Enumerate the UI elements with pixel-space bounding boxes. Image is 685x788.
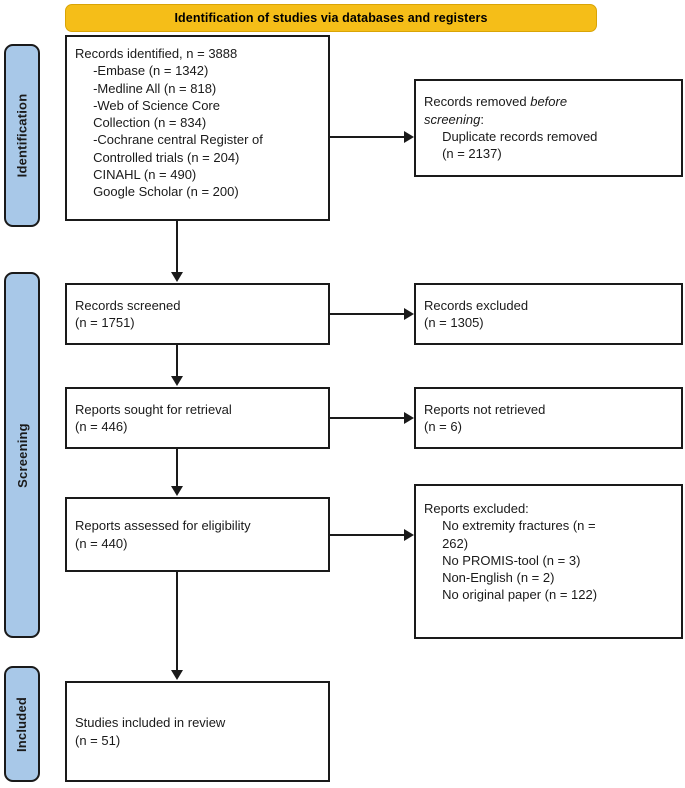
box-records-identified: Records identified, n = 3888 -Embase (n … [65, 35, 330, 221]
box-records-removed-text: Records removed before screening: Duplica… [424, 93, 597, 162]
box-records-screened: Records screened (n = 1751) [65, 283, 330, 345]
box-reports-sought-text: Reports sought for retrieval (n = 446) [75, 401, 232, 434]
box-reports-not-retrieved-text: Reports not retrieved (n = 6) [424, 401, 546, 434]
arrow-screened-to-excluded [404, 308, 414, 320]
box-records-identified-text: Records identified, n = 3888 -Embase (n … [75, 46, 263, 200]
arrow-identified-to-removed [404, 131, 414, 143]
records-removed-line2-suffix: : [480, 111, 484, 127]
connector-sought-to-not-retrieved [330, 417, 406, 419]
arrow-assessed-to-excluded-reasons [404, 529, 414, 541]
arrow-sought-to-not-retrieved [404, 412, 414, 424]
stage-label-included-text: Included [14, 696, 30, 752]
records-removed-line3: Duplicate records removed [424, 129, 598, 144]
stage-label-screening-text: Screening [14, 422, 30, 488]
box-records-excluded: Records excluded (n = 1305) [414, 283, 683, 345]
records-removed-line2-italic: screening [424, 111, 481, 127]
box-records-screened-text: Records screened (n = 1751) [75, 297, 181, 330]
box-reports-assessed-text: Reports assessed for eligibility (n = 44… [75, 518, 251, 551]
box-reports-not-retrieved: Reports not retrieved (n = 6) [414, 387, 683, 449]
box-reports-excluded-text: Reports excluded: No extremity fractures… [424, 501, 598, 603]
connector-screened-to-sought [176, 345, 178, 377]
box-reports-assessed-for-eligibility: Reports assessed for eligibility (n = 44… [65, 497, 330, 572]
arrow-sought-to-assessed [171, 486, 183, 496]
stage-label-included: Included [4, 666, 40, 782]
connector-assessed-to-excluded-reasons [330, 534, 406, 536]
records-removed-line1-prefix: Records removed [424, 94, 531, 110]
connector-screened-to-excluded [330, 313, 406, 315]
box-records-removed-before-screening: Records removed before screening: Duplica… [414, 79, 683, 177]
stage-label-identification-text: Identification [14, 93, 30, 178]
connector-identified-to-screened [176, 221, 178, 273]
records-removed-line1-italic: before [530, 94, 568, 110]
box-reports-excluded-reasons: Reports excluded: No extremity fractures… [414, 484, 683, 639]
connector-sought-to-assessed [176, 449, 178, 487]
records-removed-line4: (n = 2137) [424, 146, 502, 162]
stage-label-screening: Screening [4, 272, 40, 638]
arrow-assessed-to-included [171, 670, 183, 680]
connector-identified-to-removed [330, 136, 406, 138]
connector-assessed-to-included [176, 572, 178, 671]
arrow-screened-to-sought [171, 376, 183, 386]
stage-label-identification: Identification [4, 44, 40, 227]
box-records-excluded-text: Records excluded (n = 1305) [424, 297, 529, 330]
box-studies-included-in-review: Studies included in review (n = 51) [65, 681, 330, 782]
arrow-identified-to-screened [171, 272, 183, 282]
box-studies-included-text: Studies included in review (n = 51) [75, 715, 226, 748]
section-header-databases-registers: Identification of studies via databases … [65, 4, 597, 32]
box-reports-sought-for-retrieval: Reports sought for retrieval (n = 446) [65, 387, 330, 449]
